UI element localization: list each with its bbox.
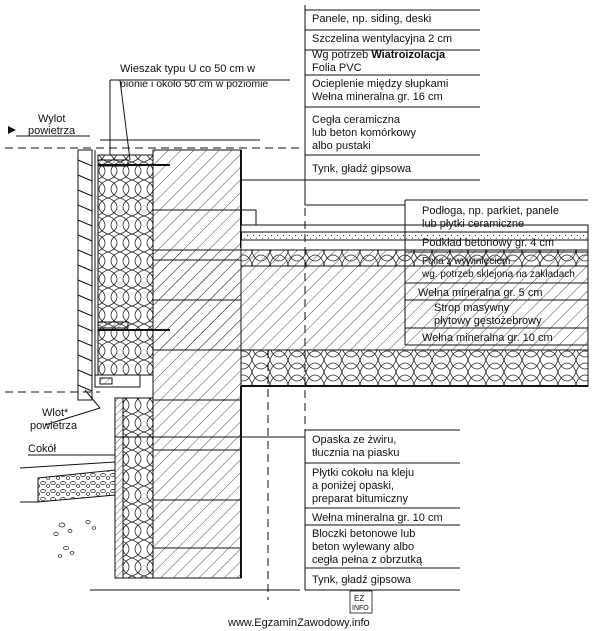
label-wylot-2: powietrza bbox=[28, 125, 76, 137]
svg-text:Podłoga, np. parkiet, panele: Podłoga, np. parkiet, panele bbox=[422, 205, 559, 217]
label-welna-10b: Wełna mineralna gr. 10 cm bbox=[312, 512, 443, 524]
label-opaska-1: Opaska ze żwiru, bbox=[312, 434, 396, 446]
label-wlot-2: powietrza bbox=[30, 420, 78, 432]
label-cegla-1: Cegła ceramiczna bbox=[312, 114, 401, 126]
label-folia-1: Folia z wywinięciem bbox=[422, 256, 510, 267]
label-podloga-1: Podłoga, np. parkiet, panele bbox=[422, 205, 559, 217]
label-ocieplenie-2: Wełna mineralna gr. 16 cm bbox=[312, 91, 443, 103]
svg-text:Cegła ceramiczna: Cegła ceramiczna bbox=[312, 114, 401, 126]
svg-text:Wełna mineralna gr. 5 cm: Wełna mineralna gr. 5 cm bbox=[418, 287, 543, 299]
label-podloga-2: lub płytki ceramiczne bbox=[422, 218, 524, 230]
label-panele: Panele, np. siding, deski bbox=[312, 13, 431, 25]
label-plytki-2: a poniżej opaski, bbox=[312, 480, 394, 492]
svg-text:Wełna mineralna gr. 10 cm: Wełna mineralna gr. 10 cm bbox=[312, 512, 443, 524]
svg-text:Wieszak typu U co 50 cm w: Wieszak typu U co 50 cm w bbox=[120, 63, 255, 75]
svg-text:Ocieplenie między słupkami: Ocieplenie między słupkami bbox=[312, 78, 448, 90]
label-wylot-1: Wylot bbox=[38, 113, 65, 125]
svg-text:Opaska ze żwiru,: Opaska ze żwiru, bbox=[312, 434, 396, 446]
svg-text:Bloczki betonowe lub: Bloczki betonowe lub bbox=[312, 528, 415, 540]
svg-text:Panele, np. siding, deski: Panele, np. siding, deski bbox=[312, 13, 431, 25]
label-podklad: Podkład betonowy gr. 4 cm bbox=[422, 237, 554, 249]
ez-info-stamp: EZ INFO bbox=[349, 590, 373, 614]
svg-text:Folia z wywinięciem: Folia z wywinięciem bbox=[422, 256, 510, 267]
svg-text:powietrza: powietrza bbox=[30, 420, 78, 432]
svg-text:preparat bitumiczny: preparat bitumiczny bbox=[312, 493, 408, 505]
svg-text:tłucznia na piasku: tłucznia na piasku bbox=[312, 447, 399, 459]
svg-text:Tynk, gładź gipsowa: Tynk, gładź gipsowa bbox=[312, 574, 412, 586]
label-folia-2: wg. potrzeb sklejona na zakładach bbox=[421, 269, 575, 280]
outlet-arrow-icon bbox=[8, 126, 16, 134]
svg-text:Cokół: Cokół bbox=[28, 443, 57, 455]
label-bloczki-2: beton wylewany albo bbox=[312, 541, 414, 553]
label-folia-pvc: Folia PVC bbox=[312, 62, 362, 74]
source-watermark: www.EgzaminZawodowy.info bbox=[227, 617, 370, 629]
label-bloczki-1: Bloczki betonowe lub bbox=[312, 528, 415, 540]
label-wieszak-1: Wieszak typu U co 50 cm w bbox=[120, 63, 255, 75]
svg-text:Wełna mineralna gr. 16 cm: Wełna mineralna gr. 16 cm bbox=[312, 91, 443, 103]
label-cegla-2: lub beton komórkowy bbox=[312, 127, 416, 139]
svg-text:beton wylewany albo: beton wylewany albo bbox=[312, 541, 414, 553]
svg-text:lub beton komórkowy: lub beton komórkowy bbox=[312, 127, 416, 139]
svg-text:cegła pełna z obrzutką: cegła pełna z obrzutką bbox=[312, 554, 423, 566]
label-plytki-3: preparat bitumiczny bbox=[312, 493, 408, 505]
svg-text:Wg potrzeb Wiatroizolacja: Wg potrzeb Wiatroizolacja bbox=[312, 49, 446, 61]
label-welna-10a: Wełna mineralna gr. 10 cm bbox=[422, 332, 553, 344]
label-tynk-dol: Tynk, gładź gipsowa bbox=[312, 574, 412, 586]
svg-text:Folia PVC: Folia PVC bbox=[312, 62, 362, 74]
svg-text:płytowy gęstożebrowy: płytowy gęstożebrowy bbox=[434, 315, 542, 327]
svg-text:Płytki cokołu na kleju: Płytki cokołu na kleju bbox=[312, 467, 414, 479]
label-ocieplenie-1: Ocieplenie między słupkami bbox=[312, 78, 448, 90]
label-cokol: Cokół bbox=[28, 443, 57, 455]
label-wiatroizolacja-prefix: Wg potrzeb bbox=[312, 49, 371, 61]
svg-text:INFO: INFO bbox=[352, 605, 369, 612]
labels-right: Panele, np. siding, deski Szczelina went… bbox=[312, 13, 575, 586]
svg-text:lub płytki ceramiczne: lub płytki ceramiczne bbox=[422, 218, 524, 230]
label-strop-1: Strop masywny bbox=[434, 302, 510, 314]
svg-text:Wylot: Wylot bbox=[38, 113, 65, 125]
label-opaska-2: tłucznia na piasku bbox=[312, 447, 399, 459]
label-cegla-3: albo pustaki bbox=[312, 140, 371, 152]
svg-text:pionie i około 50 cm w poziomi: pionie i około 50 cm w poziomie bbox=[120, 78, 268, 90]
svg-text:Tynk, gładź gipsowa: Tynk, gładź gipsowa bbox=[312, 163, 412, 175]
svg-text:Wlot*: Wlot* bbox=[42, 407, 69, 419]
svg-text:albo pustaki: albo pustaki bbox=[312, 140, 371, 152]
svg-text:wg. potrzeb sklejona na zakład: wg. potrzeb sklejona na zakładach bbox=[421, 269, 575, 280]
label-strop-2: płytowy gęstożebrowy bbox=[434, 315, 542, 327]
label-wlot-1: Wlot* bbox=[42, 407, 69, 419]
leader-lines bbox=[16, 5, 588, 591]
svg-text:Szczelina wentylacyjna 2 cm: Szczelina wentylacyjna 2 cm bbox=[312, 33, 452, 45]
svg-text:EZ: EZ bbox=[354, 594, 364, 603]
label-wieszak-2: pionie i około 50 cm w poziomie bbox=[120, 78, 268, 90]
label-tynk-gora: Tynk, gładź gipsowa bbox=[312, 163, 412, 175]
svg-text:a poniżej opaski,: a poniżej opaski, bbox=[312, 480, 394, 492]
label-szczelina: Szczelina wentylacyjna 2 cm bbox=[312, 33, 452, 45]
wall-structure bbox=[5, 139, 589, 600]
label-wiatroizolacja-bold: Wiatroizolacja bbox=[371, 49, 446, 61]
label-bloczki-3: cegła pełna z obrzutką bbox=[312, 554, 423, 566]
label-plytki-1: Płytki cokołu na kleju bbox=[312, 467, 414, 479]
svg-text:Strop masywny: Strop masywny bbox=[434, 302, 510, 314]
airflow-arrows bbox=[8, 126, 16, 134]
svg-text:Podkład betonowy gr. 4 cm: Podkład betonowy gr. 4 cm bbox=[422, 237, 554, 249]
svg-text:powietrza: powietrza bbox=[28, 125, 76, 137]
label-welna-5: Wełna mineralna gr. 5 cm bbox=[418, 287, 543, 299]
svg-text:Wełna mineralna gr. 10 cm: Wełna mineralna gr. 10 cm bbox=[422, 332, 553, 344]
labels-left: Wieszak typu U co 50 cm w pionie i około… bbox=[28, 63, 268, 455]
